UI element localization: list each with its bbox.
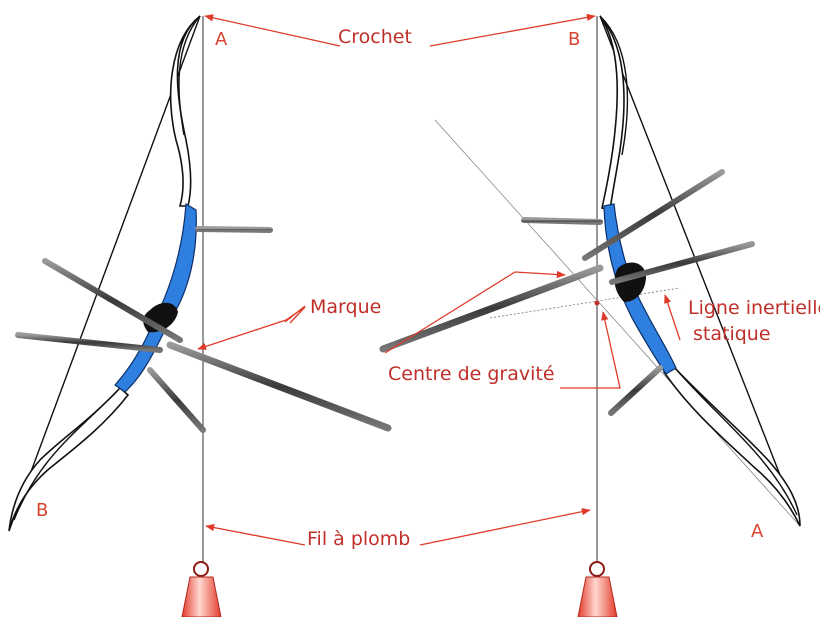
gravity-center-dot: [594, 300, 600, 306]
left-lower-limb: [8, 386, 130, 532]
left-rod-short-top: [195, 226, 273, 233]
inertial-leader: [664, 294, 681, 341]
inertial-label-line2: statique: [693, 323, 771, 345]
right-lower-limb-edge: [674, 367, 798, 516]
left-rod-front: [166, 341, 392, 432]
left-bow-string: [8, 15, 201, 532]
right-upper-limb-edge: [599, 15, 629, 156]
right-rod-short-down: [608, 365, 663, 416]
right-label-a: A: [751, 521, 764, 542]
marque-arrow: [197, 306, 306, 350]
marque-leader: [284, 305, 306, 323]
left-upper-limb: [169, 15, 201, 207]
left-rod-short-down: [147, 367, 206, 433]
left-rod-lower: [15, 332, 163, 353]
right-upper-limb: [599, 15, 625, 211]
right-inertial-line: [434, 119, 801, 527]
left-upper-limb-edge: [178, 15, 201, 136]
inertial-label-line1: Ligne inertielle: [688, 297, 820, 319]
right-rod-front: [379, 264, 604, 353]
left-riser: [114, 202, 197, 393]
right-rod-lower: [609, 241, 755, 285]
right-rod-short-top: [521, 217, 603, 225]
left-rod-upper: [42, 258, 183, 343]
right-rod-upper: [582, 169, 725, 261]
left-label-a: A: [215, 29, 228, 50]
left-bow: A B: [8, 15, 392, 617]
right-bow-string: [599, 15, 801, 527]
crochet-arrow-left: [204, 14, 341, 47]
plumb-label: Fil à plomb: [307, 528, 410, 550]
annotations: Crochet Marque Centre de gravité Ligne i…: [197, 13, 820, 550]
right-plumb-weight: [577, 576, 618, 617]
crochet-label: Crochet: [338, 26, 412, 48]
crochet-arrow-right: [429, 13, 596, 47]
right-inertial-line-dotted: [489, 287, 681, 319]
left-plumb-weight: [181, 576, 222, 617]
left-lower-limb-edge: [13, 389, 119, 521]
plumb-arrow-right: [419, 508, 591, 546]
right-lower-limb: [662, 363, 801, 527]
gravity-leader-left: [384, 270, 566, 354]
marque-label: Marque: [310, 296, 381, 318]
right-plumb-ring: [589, 561, 605, 577]
gravity-label: Centre de gravité: [388, 363, 555, 385]
right-label-b: B: [568, 29, 580, 50]
right-bow: B A: [379, 15, 801, 617]
plumb-arrow-left: [205, 523, 306, 546]
left-plumb-ring: [193, 561, 209, 577]
left-label-b: B: [36, 500, 48, 521]
gravity-leader-right: [560, 311, 621, 389]
